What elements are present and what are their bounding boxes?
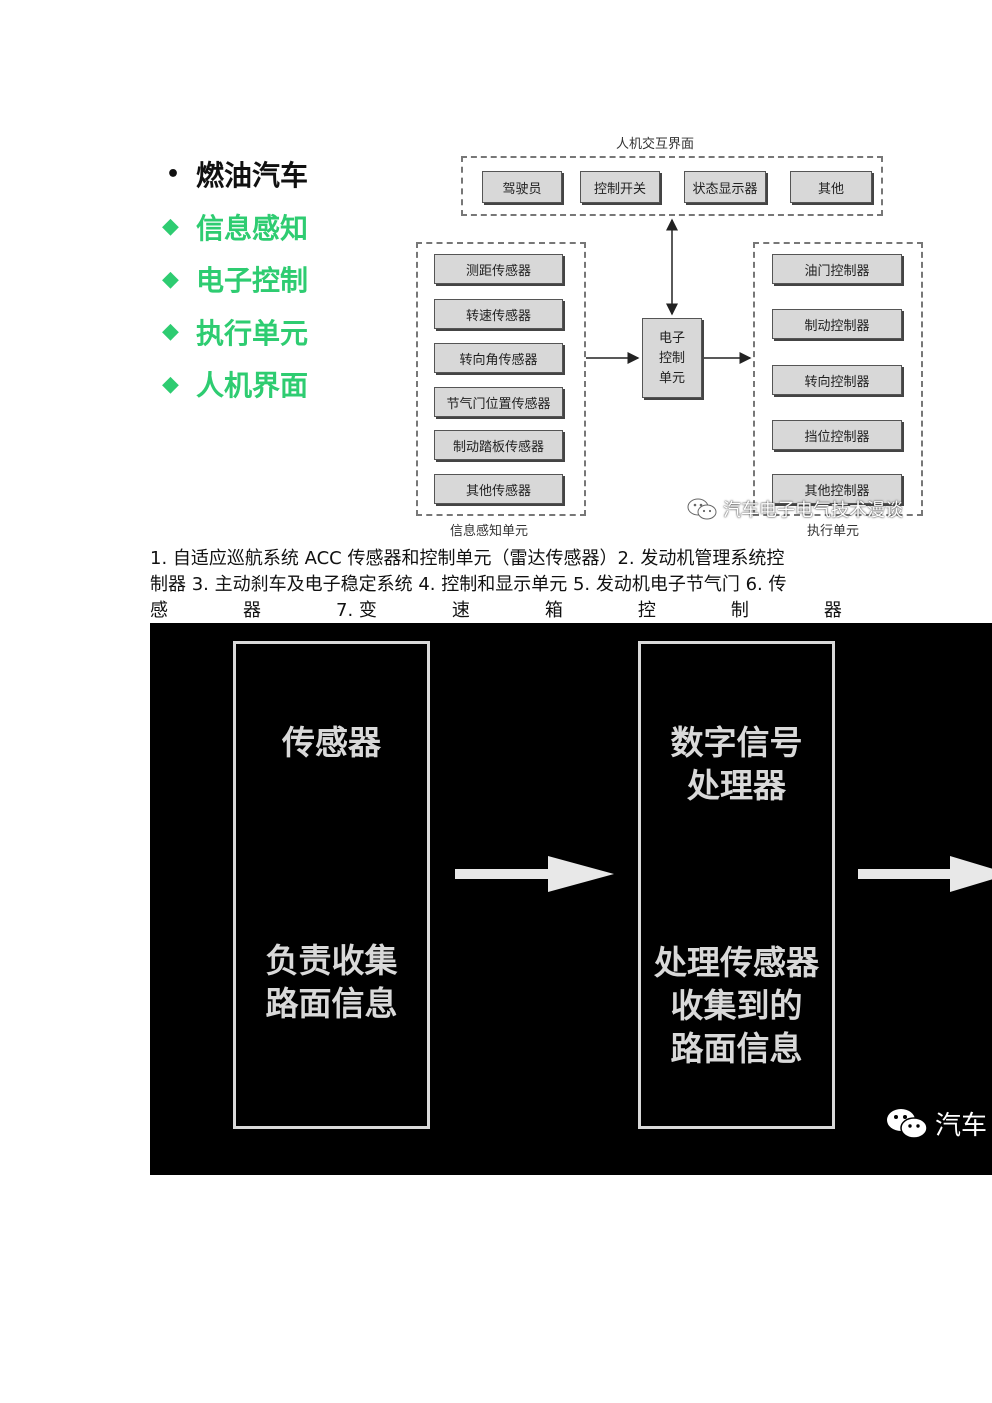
ecu-label-line: 单元	[658, 371, 685, 386]
paragraph-line: 制器 3. 主动刹车及电子稳定系统 4. 控制和显示单元 5. 发动机电子节气门…	[150, 574, 787, 595]
block-text-line: 路面信息	[670, 1029, 803, 1068]
flow-arrow	[455, 856, 614, 892]
block-text-line: 路面信息	[265, 984, 398, 1023]
sensor-item: 转向角传感器	[434, 343, 563, 373]
paragraph-line: 感 器 7. 变 速 箱 控 制 器	[150, 598, 842, 620]
caption-paragraph: 1. 自适应巡航系统 ACC 传感器和控制单元（雷达传感器）2. 发动机管理系统…	[150, 546, 842, 620]
sensor-caption: 信息感知单元	[450, 524, 529, 539]
bullet-text: 燃油汽车	[196, 159, 309, 193]
sensor-item: 转速传感器	[434, 299, 563, 329]
block-text-line: 传感器	[282, 723, 381, 762]
sensor-item: 其他传感器	[434, 474, 563, 504]
sensor-item: 测距传感器	[434, 254, 563, 284]
signal-flow-figure: 传感器 负责收集 路面信息 数字信号 处理器 处理传感器 收集到的 路面信息 汽…	[150, 623, 992, 1175]
ecu-label-line: 控制	[658, 351, 685, 366]
bullet-item: ◆ 电子控制	[162, 253, 308, 306]
hmi-item: 状态显示器	[684, 171, 766, 203]
wechat-icon	[687, 498, 717, 520]
sensor-block-desc: 负责收集 路面信息	[233, 939, 430, 1025]
block-text-line: 负责收集	[265, 941, 398, 980]
hmi-item: 控制开关	[580, 171, 660, 203]
hmi-title: 人机交互界面	[616, 137, 695, 152]
paragraph-word: 感	[150, 600, 168, 620]
block-text-line: 处理器	[687, 766, 786, 805]
sensor-item: 节气门位置传感器	[434, 387, 563, 417]
sensor-block-title: 传感器	[233, 721, 430, 764]
actuator-group	[753, 242, 923, 516]
paragraph-word: 箱	[544, 600, 563, 620]
bullet-text: 执行单元	[196, 316, 309, 350]
sensor-item: 制动踏板传感器	[434, 430, 563, 460]
watermark: 汽车电子电气技术漫谈	[687, 496, 903, 522]
paragraph-word: 控	[637, 600, 656, 620]
bullet-item: ◆ 人机界面	[162, 358, 308, 411]
bullet-marker: ◆	[162, 266, 179, 292]
watermark-text: 汽车	[935, 1111, 988, 1141]
bullet-marker: ◆	[162, 214, 179, 240]
bullet-text: 人机界面	[196, 369, 309, 403]
paragraph-word: 7. 变	[336, 600, 377, 620]
hmi-item: 驾驶员	[482, 171, 562, 203]
bullet-item: • 燃油汽车	[162, 148, 308, 201]
hmi-item: 其他	[790, 171, 872, 203]
actuator-item: 油门控制器	[772, 254, 902, 284]
actuator-item: 其他控制器	[772, 474, 902, 504]
block-text-line: 处理传感器	[654, 943, 819, 982]
dsp-block	[638, 641, 835, 1129]
bullet-list: • 燃油汽车 ◆ 信息感知 ◆ 电子控制 ◆ 执行单元 ◆ 人机界面	[162, 148, 308, 411]
paragraph-line: 1. 自适应巡航系统 ACC 传感器和控制单元（雷达传感器）2. 发动机管理系统…	[150, 548, 785, 569]
watermark: 汽车	[885, 1105, 987, 1142]
bullet-text: 电子控制	[196, 264, 309, 298]
connector-arrows	[586, 218, 752, 364]
dsp-block-desc: 处理传感器 收集到的 路面信息	[628, 941, 845, 1070]
bullet-marker: ◆	[162, 319, 179, 345]
actuator-item: 挡位控制器	[772, 420, 902, 450]
actuator-caption: 执行单元	[807, 524, 860, 539]
bullet-item: ◆ 信息感知	[162, 201, 308, 254]
paragraph-word: 速	[451, 600, 470, 620]
system-block-diagram: • 燃油汽车 ◆ 信息感知 ◆ 电子控制 ◆ 执行单元 ◆ 人机界面 人机交互界…	[150, 128, 992, 539]
sensor-block	[233, 641, 430, 1129]
actuator-item: 转向控制器	[772, 365, 902, 395]
bullet-item: ◆ 执行单元	[162, 306, 308, 359]
watermark-text: 汽车电子电气技术漫谈	[723, 500, 903, 521]
ecu-label-line: 电子	[658, 331, 685, 346]
flow-arrow	[858, 856, 992, 892]
actuator-item: 制动控制器	[772, 309, 902, 339]
hmi-group	[461, 156, 883, 216]
block-text-line: 数字信号	[670, 723, 803, 762]
bullet-text: 信息感知	[196, 211, 309, 245]
paragraph-word: 器	[823, 600, 842, 620]
wechat-icon	[887, 1108, 928, 1139]
paragraph-word: 器	[243, 600, 261, 620]
paragraph-word: 制	[730, 600, 749, 620]
ecu-box: 电子 控制 单元	[642, 318, 702, 398]
sensor-group	[416, 242, 586, 516]
dsp-block-title: 数字信号 处理器	[628, 721, 845, 807]
flow-arrows	[455, 856, 992, 892]
bullet-marker: ◆	[162, 371, 179, 397]
bullet-marker: •	[166, 161, 181, 187]
block-text-line: 收集到的	[670, 986, 803, 1025]
